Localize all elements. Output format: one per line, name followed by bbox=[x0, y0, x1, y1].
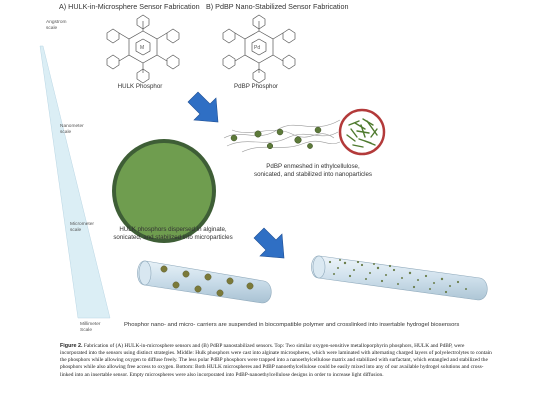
pdbp-enmeshed-label: PdBP enmeshed in ethylcellulose, sonicat… bbox=[254, 163, 372, 178]
figure-label: Figure 2. bbox=[60, 343, 83, 349]
svg-text:M: M bbox=[140, 45, 144, 51]
pdbp-hydrogel-cylinder bbox=[311, 255, 488, 301]
hulk-dispersed-label: HULK phosphors dispersed in alginate, so… bbox=[113, 226, 233, 241]
millimeter-scale-label: Millimeter Scale bbox=[80, 322, 101, 333]
carriers-label: Phosphor nano- and micro- carriers are s… bbox=[124, 322, 460, 328]
hulk-phosphor-label: HULK Phosphor bbox=[117, 83, 163, 90]
micrometer-scale-label: Micrometer scale bbox=[70, 222, 94, 233]
pdbp-phosphor-label: PdBP Phosphor bbox=[234, 83, 278, 90]
figure-caption-text: Fabrication of (A) HULK-in-microsphere s… bbox=[60, 343, 492, 378]
arrow-down-right-bottom bbox=[253, 227, 285, 259]
pdbp-molecule-structure: Pd bbox=[222, 14, 296, 84]
hulk-microsphere bbox=[112, 139, 216, 243]
arrow-down-right-top bbox=[187, 91, 219, 123]
panel-b-header: B) PdBP Nano-Stabilized Sensor Fabricati… bbox=[206, 2, 349, 11]
figure-caption: Figure 2. Fabrication of (A) HULK-in-mic… bbox=[60, 343, 492, 379]
nanoparticle-closeup bbox=[338, 108, 386, 156]
panel-a-header: A) HULK-in-Microsphere Sensor Fabricatio… bbox=[59, 2, 200, 11]
svg-text:Pd: Pd bbox=[254, 45, 260, 51]
hulk-molecule-structure: M bbox=[106, 14, 180, 84]
nanometer-scale-label: Nanometer scale bbox=[60, 124, 84, 135]
hulk-hydrogel-cylinder bbox=[137, 260, 272, 304]
angstrom-scale-label: Angstrom scale bbox=[46, 20, 67, 31]
ethylcellulose-fiber-network bbox=[223, 119, 341, 153]
